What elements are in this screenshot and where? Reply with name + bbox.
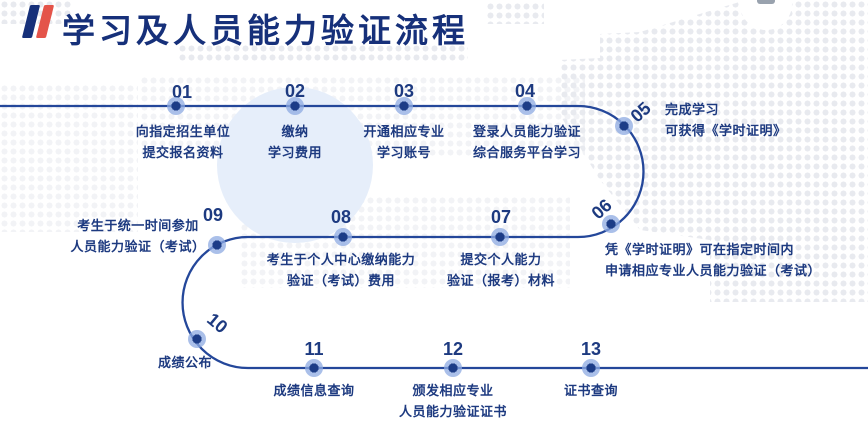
step-11-label: 成绩信息查询: [234, 380, 394, 401]
step-06-line1: 凭《学时证明》可在指定时间内: [605, 242, 795, 257]
step-07-line2: 验证（报考）材料: [446, 273, 555, 288]
step-10-line1: 成绩公布: [157, 355, 212, 370]
dot-pattern-decoration: [486, 2, 544, 24]
step-11-line1: 成绩信息查询: [273, 383, 355, 398]
step-02-line1: 缴纳: [281, 124, 309, 139]
cropped-top-element: [757, 0, 775, 4]
step-09-line1: 考生于统一时间参加: [77, 218, 199, 233]
step-02-label: 缴纳 学习费用: [215, 121, 375, 163]
step-01-label: 向指定招生单位 提交报名资料: [103, 121, 263, 163]
step-08-node-icon: [334, 228, 352, 246]
step-05-node-icon: [615, 117, 633, 135]
step-05-line2: 可获得《学时证明》: [665, 123, 787, 138]
step-03-node-icon: [395, 97, 413, 115]
step-12-line1: 颁发相应专业: [412, 383, 494, 398]
step-11-number: 11: [304, 339, 324, 359]
step-09-number: 09: [202, 205, 224, 225]
step-12-label: 颁发相应专业 人员能力验证证书: [373, 380, 533, 422]
step-09-node-icon: [208, 236, 226, 254]
step-11-node-icon: [305, 359, 323, 377]
step-13-line1: 证书查询: [563, 383, 618, 398]
step-12-line2: 人员能力验证证书: [398, 404, 507, 419]
step-01-line2: 提交报名资料: [142, 145, 224, 160]
dot-pattern-decoration: [178, 44, 468, 62]
step-12-node-icon: [444, 359, 462, 377]
step-03-line2: 学习账号: [376, 145, 431, 160]
step-08-line1: 考生于个人中心缴纳能力: [266, 252, 416, 267]
step-08-number: 08: [330, 207, 352, 227]
step-08-line2: 验证（考试）费用: [286, 273, 395, 288]
step-04-node-icon: [518, 97, 536, 115]
step-01-node-icon: [167, 97, 185, 115]
step-13-number: 13: [580, 339, 602, 359]
step-05-label: 完成学习 可获得《学时证明》: [665, 99, 865, 141]
step-06-node-icon: [602, 215, 620, 233]
step-04-label: 登录人员能力验证 综合服务平台学习: [447, 121, 607, 163]
step-04-line1: 登录人员能力验证: [472, 124, 581, 139]
step-12-number: 12: [442, 339, 464, 359]
step-04-line2: 综合服务平台学习: [472, 145, 581, 160]
step-10-label: 成绩公布: [145, 352, 225, 373]
step-08-label: 考生于个人中心缴纳能力 验证（考试）费用: [251, 249, 431, 291]
header: 学习及人员能力验证流程: [0, 0, 868, 56]
step-13-node-icon: [582, 359, 600, 377]
step-10-node-icon: [188, 330, 206, 348]
step-03-number: 03: [393, 81, 415, 101]
step-09-label: 考生于统一时间参加 人员能力验证（考试）: [48, 215, 228, 257]
page-title: 学习及人员能力验证流程: [62, 12, 469, 49]
step-01-line1: 向指定招生单位: [135, 124, 231, 139]
step-09-line2: 人员能力验证（考试）: [70, 239, 206, 254]
step-13-label: 证书查询: [511, 380, 671, 401]
step-07-label: 提交个人能力 验证（报考）材料: [421, 249, 581, 291]
step-02-node-icon: [286, 97, 304, 115]
step-02-number: 02: [284, 81, 306, 101]
step-07-line1: 提交个人能力: [460, 252, 542, 267]
step-07-number: 07: [490, 207, 512, 227]
dot-pattern-decoration: [0, 84, 138, 232]
step-06-label: 凭《学时证明》可在指定时间内 申请相应专业人员能力验证（考试）: [605, 239, 860, 281]
step-06-line2: 申请相应专业人员能力验证（考试）: [605, 263, 822, 278]
step-04-number: 04: [514, 81, 536, 101]
step-03-label: 开通相应专业 学习账号: [324, 121, 484, 163]
step-07-node-icon: [491, 228, 509, 246]
step-02-line2: 学习费用: [267, 145, 322, 160]
step-03-line1: 开通相应专业: [363, 124, 445, 139]
step-05-line1: 完成学习: [665, 102, 720, 117]
